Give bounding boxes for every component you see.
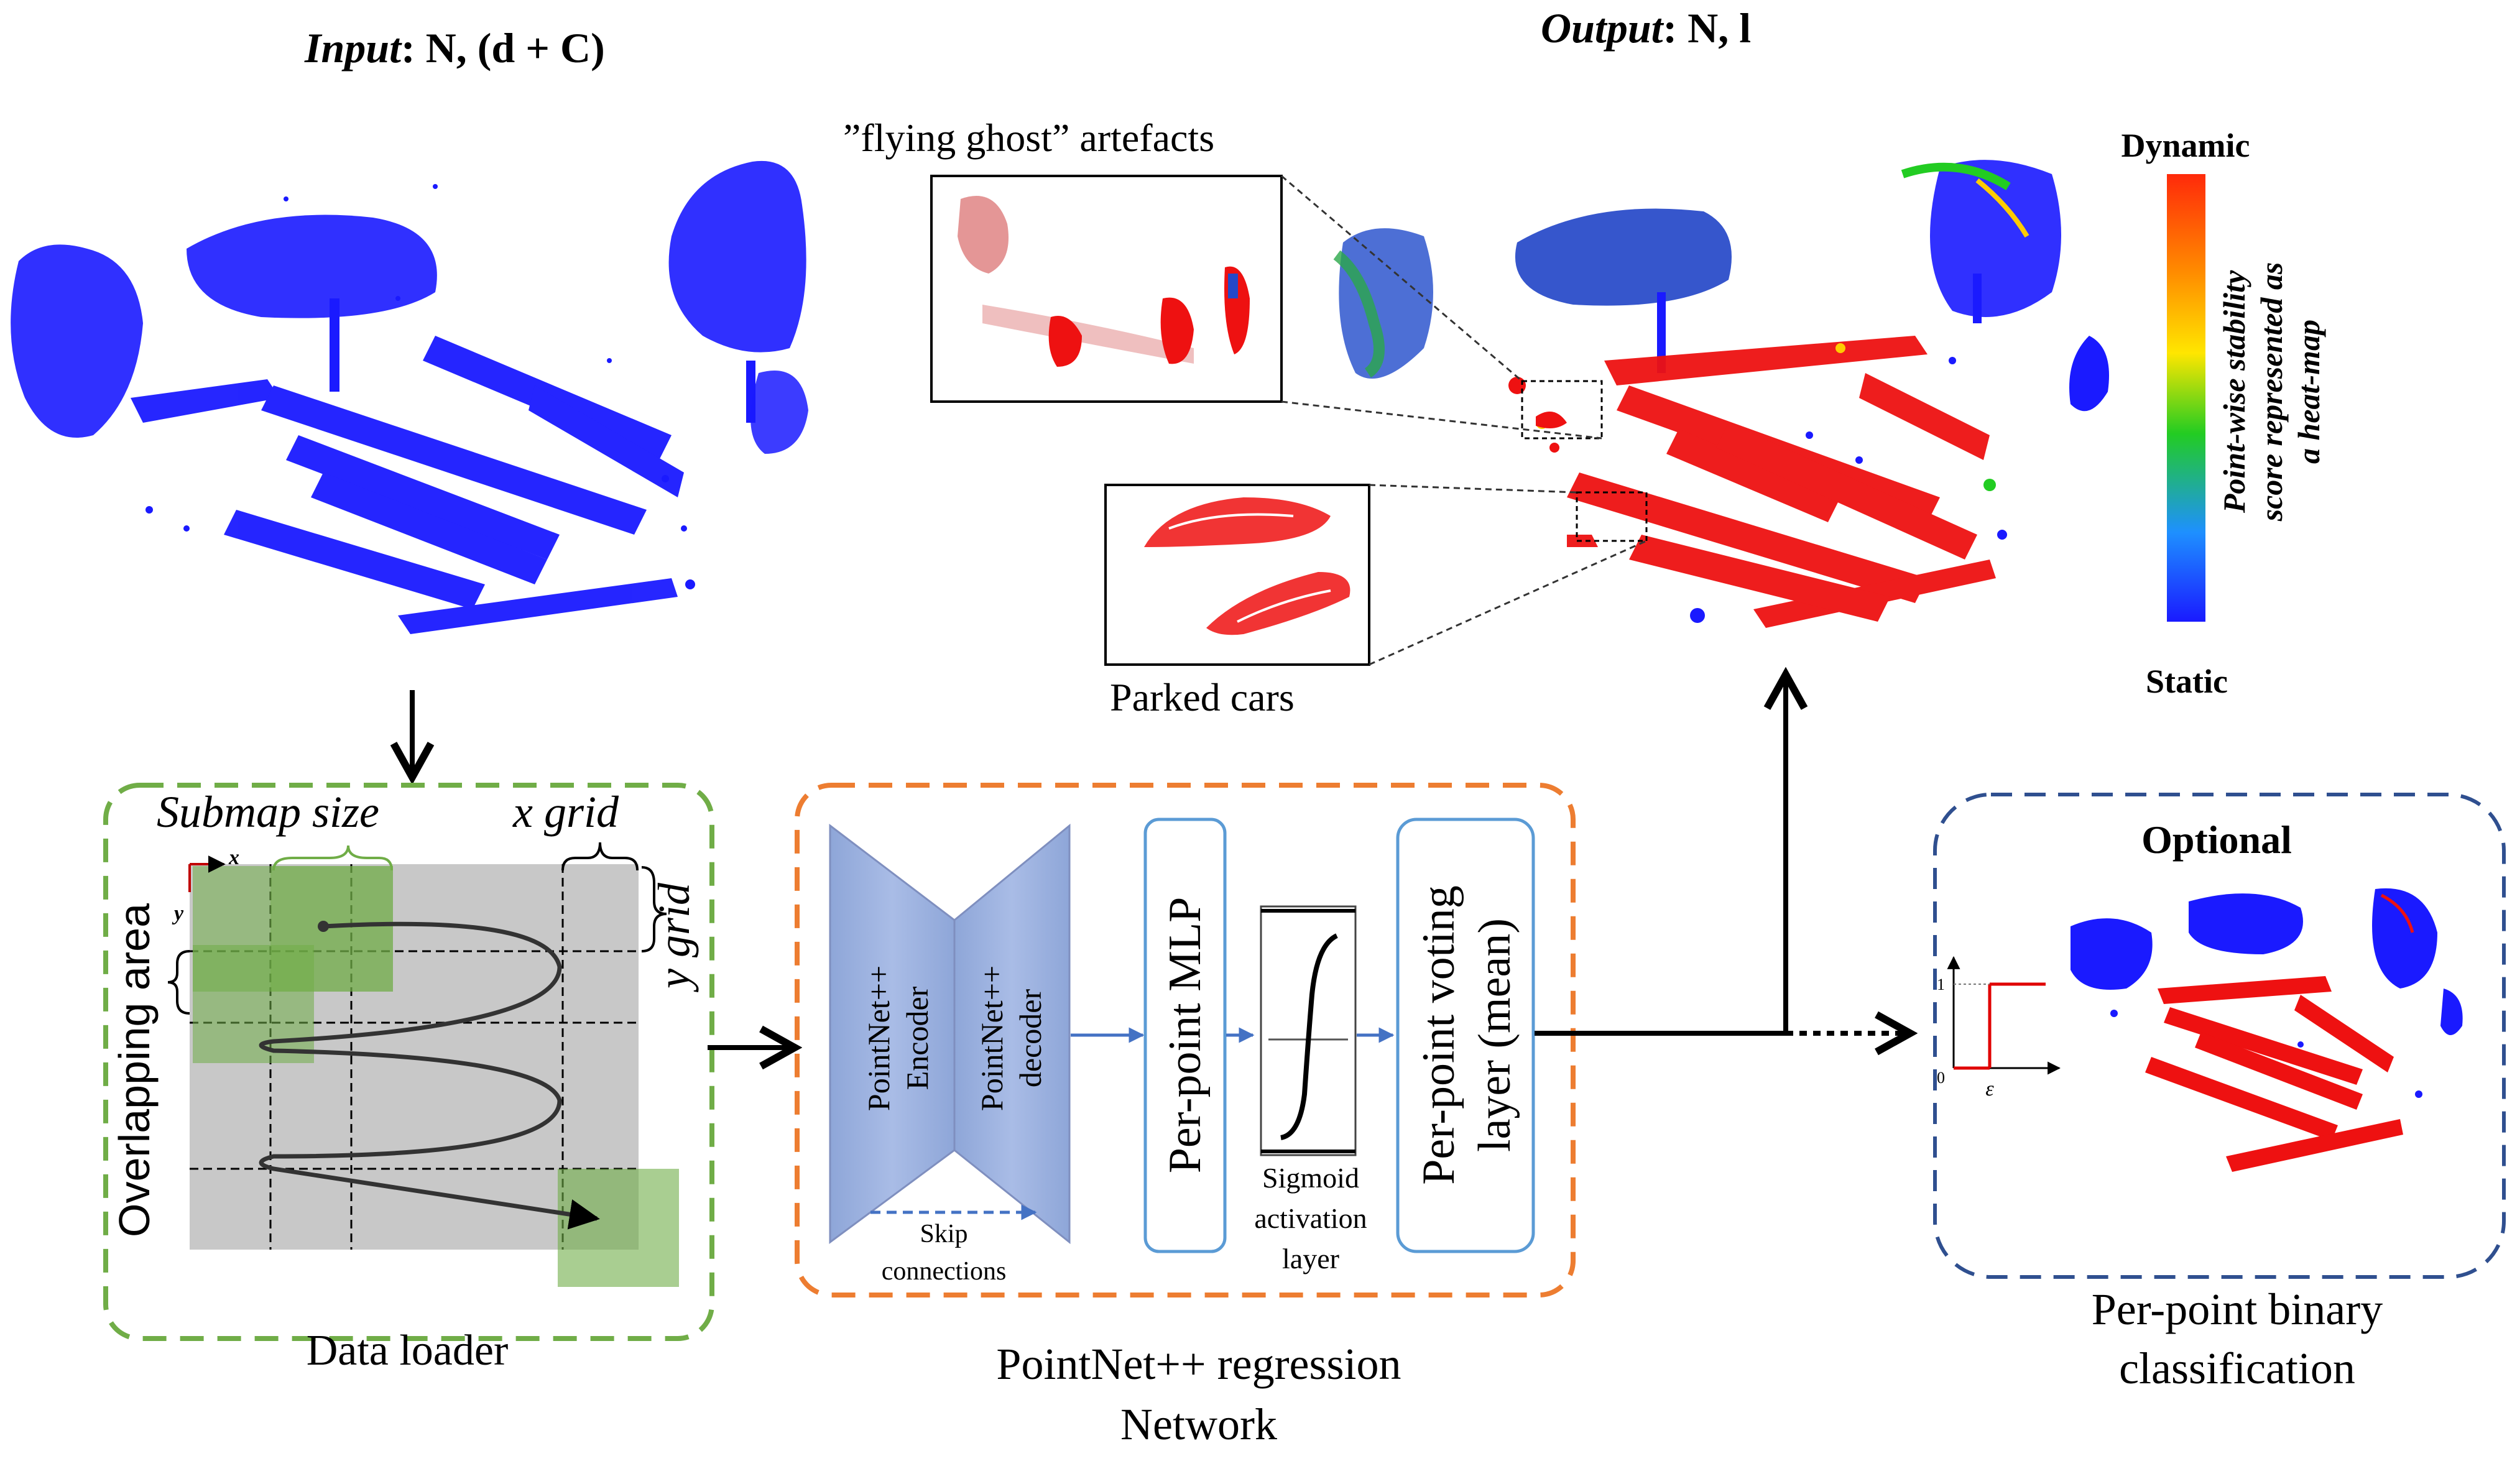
output-header: Output: N, l xyxy=(1541,4,1751,52)
input-header: Input: N, (d + C) xyxy=(304,24,605,71)
step-eps-label: ε xyxy=(1985,1077,1994,1100)
network-block: PointNet++ Encoder PointNet++ decoder Sk… xyxy=(795,783,1576,1449)
optional-caption-2: classification xyxy=(2119,1343,2355,1393)
optional-border xyxy=(1933,793,2506,1279)
parked-cars-inset: Parked cars xyxy=(1104,484,1647,719)
voting-label-1: Per-point voting xyxy=(1413,885,1464,1185)
colorbar-bottom-label: Static xyxy=(2146,663,2228,700)
data-loader-title: Data loader xyxy=(307,1327,509,1375)
mlp-box xyxy=(1143,818,1227,1253)
output-label: Output xyxy=(1541,4,1664,52)
network-title-1: PointNet++ regression xyxy=(996,1339,1401,1389)
y-grid-label: y grid xyxy=(649,882,699,993)
x-grid-label: x grid xyxy=(512,787,619,837)
decoder-block xyxy=(953,823,1071,1245)
data-loader-border xyxy=(103,783,714,1341)
overlap-label: Overlapping area xyxy=(110,903,159,1237)
input-math: : N, (d + C) xyxy=(401,24,605,71)
traversal-path xyxy=(259,921,600,1230)
skip-label-2: connections xyxy=(882,1257,1007,1286)
colorbar-gradient xyxy=(2167,174,2205,622)
colorbar-caption-3: a heat-map xyxy=(2291,320,2326,464)
optional-caption-1: Per-point binary xyxy=(2092,1284,2383,1334)
ghost-inset: ”flying ghost” artefacts xyxy=(843,116,1602,440)
voting-box xyxy=(1396,818,1535,1253)
optional-title: Optional xyxy=(2141,818,2292,862)
network-title-2: Network xyxy=(1120,1399,1277,1449)
heatmap-colorbar: Dynamic Static Point-wise stability scor… xyxy=(2121,127,2326,700)
decoder-label-2: decoder xyxy=(1013,989,1048,1088)
input-label: Input xyxy=(304,24,402,71)
encoder-label-1: PointNet++ xyxy=(861,966,896,1111)
sigmoid-label-1: Sigmoid xyxy=(1262,1162,1359,1194)
decoder-label-1: PointNet++ xyxy=(974,966,1009,1111)
mlp-label: Per-point MLP xyxy=(1160,897,1211,1174)
axis-x-label: x xyxy=(228,846,239,869)
binary-point-cloud xyxy=(2071,888,2463,1172)
step-one-label: 1 xyxy=(1937,975,1945,993)
optional-block: Optional 1 0 ε xyxy=(1933,793,2506,1393)
colorbar-top-label: Dynamic xyxy=(2121,127,2250,164)
submap-size-label: Submap size xyxy=(157,787,379,837)
data-loader-block: Submap size x grid x y Overlappi xyxy=(103,783,714,1375)
parked-label: Parked cars xyxy=(1110,675,1295,719)
axis-y-label: y xyxy=(172,902,184,925)
voting-label-2: layer (mean) xyxy=(1469,918,1520,1152)
encoder-label-2: Encoder xyxy=(900,986,935,1090)
skip-label-1: Skip xyxy=(920,1220,967,1248)
output-math: : N, l xyxy=(1663,4,1752,52)
network-border xyxy=(795,783,1576,1297)
sigmoid-label-3: layer xyxy=(1282,1243,1339,1274)
colorbar-caption-1: Point-wise stability xyxy=(2217,270,2251,514)
sigmoid-label-2: activation xyxy=(1254,1202,1367,1234)
step-zero-label: 0 xyxy=(1937,1069,1945,1087)
step-function-plot: 1 0 ε xyxy=(1937,956,2061,1100)
sigmoid-plot xyxy=(1260,905,1357,1156)
input-point-cloud xyxy=(11,160,808,634)
output-point-cloud xyxy=(1333,160,2109,628)
output-arrows xyxy=(1535,675,1910,1033)
ghost-label: ”flying ghost” artefacts xyxy=(843,116,1214,160)
colorbar-caption-2: score represented as xyxy=(2254,262,2289,522)
